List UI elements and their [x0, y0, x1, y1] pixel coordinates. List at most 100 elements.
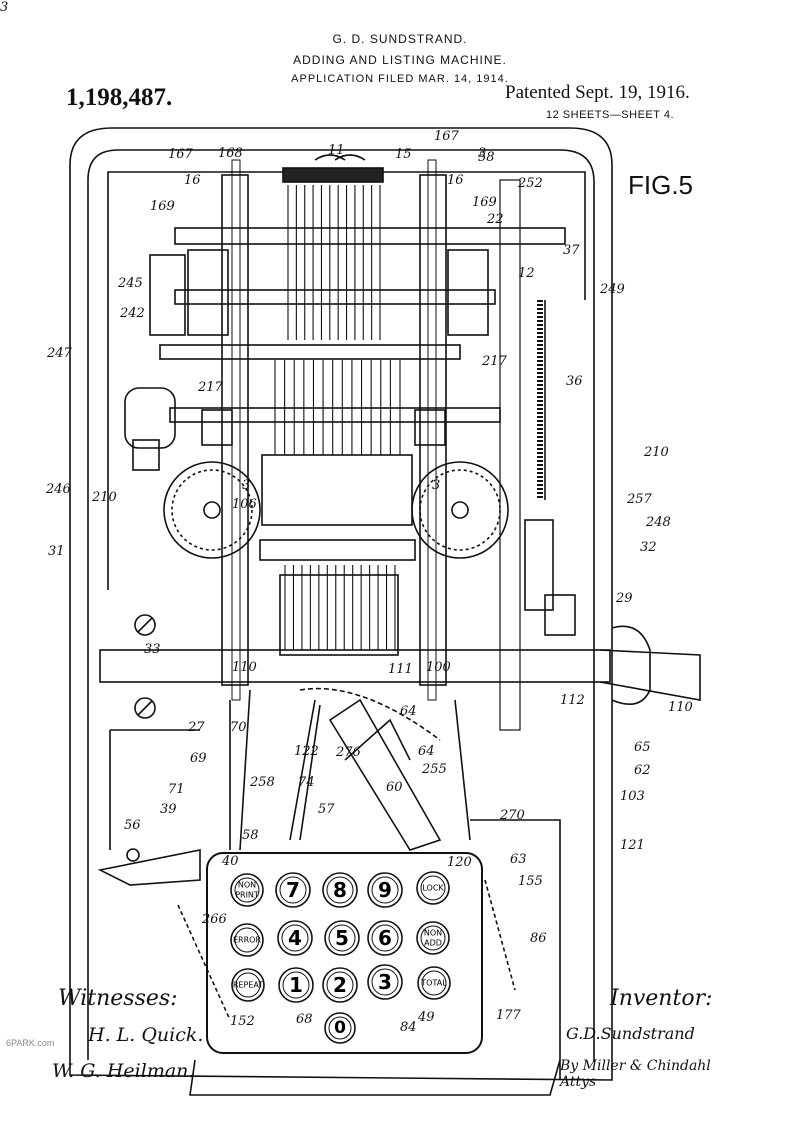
svg-text:2: 2	[333, 973, 347, 997]
key-7[interactable]: 7	[275, 872, 311, 908]
reference-numeral: 39	[160, 802, 177, 817]
witnesses-label: Witnesses:	[58, 986, 178, 1011]
reference-numeral: 33	[144, 642, 161, 657]
key-total[interactable]: TOTAL	[417, 966, 451, 1000]
reference-numeral: 168	[218, 146, 243, 161]
reference-numeral: 270	[500, 808, 525, 823]
key-2[interactable]: 2	[322, 967, 358, 1003]
key-repeat[interactable]: REPEAT	[231, 968, 265, 1002]
patent-number: 1,198,487.	[66, 84, 173, 111]
reference-numeral: 248	[646, 515, 671, 530]
key-lock[interactable]: LOCK	[416, 871, 450, 905]
reference-numeral: 63	[510, 852, 527, 867]
reference-numeral: 29	[616, 591, 633, 606]
inventor-label: Inventor:	[610, 986, 713, 1011]
svg-text:8: 8	[333, 878, 347, 902]
svg-text:5: 5	[335, 926, 349, 950]
reference-numeral: 74	[298, 775, 315, 790]
key-3[interactable]: 3	[367, 964, 403, 1000]
reference-numeral: 167	[168, 147, 193, 162]
key-error[interactable]: ERROR	[230, 923, 264, 957]
reference-numeral: 64	[400, 704, 417, 719]
reference-numeral: 155	[518, 874, 543, 889]
reference-numeral: 65	[634, 740, 651, 755]
svg-text:0: 0	[334, 1018, 346, 1038]
svg-text:LOCK: LOCK	[422, 884, 444, 893]
key-5[interactable]: 5	[324, 920, 360, 956]
reference-numeral: 58	[242, 828, 259, 843]
svg-text:7: 7	[286, 878, 300, 902]
witness-signature-2: W. G. Heilman.	[52, 1060, 195, 1082]
key-6[interactable]: 6	[367, 920, 403, 956]
reference-numeral: 106	[232, 497, 257, 512]
reference-numeral: 11	[328, 143, 345, 158]
reference-numeral: 112	[560, 693, 585, 708]
svg-text:1: 1	[289, 973, 303, 997]
reference-numeral: 111	[388, 662, 413, 677]
reference-numeral: 258	[250, 775, 275, 790]
reference-numeral: 31	[48, 544, 65, 559]
reference-numeral: 22	[487, 212, 504, 227]
key-1[interactable]: 1	[278, 967, 314, 1003]
reference-numeral: 100	[426, 660, 451, 675]
reference-numeral: 121	[620, 838, 645, 853]
reference-numeral: 49	[418, 1010, 435, 1025]
reference-numeral: 37	[563, 243, 580, 258]
reference-numeral: 152	[230, 1014, 255, 1029]
reference-numeral: 242	[120, 306, 145, 321]
reference-numeral: 122	[294, 744, 319, 759]
inner-casing	[87, 149, 595, 1062]
reference-numeral: 84	[400, 1020, 417, 1035]
reference-numeral: 246	[46, 482, 71, 497]
reference-numeral: 169	[150, 199, 175, 214]
reference-numeral: 56	[124, 818, 141, 833]
reference-numeral: 58	[478, 150, 495, 165]
reference-numeral: 217	[198, 380, 223, 395]
sheet-count: 12 SHEETS—SHEET 4.	[546, 109, 675, 121]
reference-numeral: 120	[447, 855, 472, 870]
key-8[interactable]: 8	[322, 872, 358, 908]
reference-numeral: 247	[47, 346, 72, 361]
reference-numeral: 32	[640, 540, 657, 555]
reference-numeral: 249	[600, 282, 625, 297]
svg-text:ADD: ADD	[424, 939, 442, 948]
reference-numeral: 167	[434, 129, 459, 144]
patented-date: Patented Sept. 19, 1916.	[505, 82, 690, 103]
watermark: 6PARK.com	[6, 1038, 55, 1048]
svg-text:NON: NON	[238, 881, 256, 890]
key-0[interactable]: 0	[324, 1012, 356, 1044]
reference-numeral: 110	[668, 700, 693, 715]
reference-numeral: 62	[634, 763, 651, 778]
svg-text:TOTAL: TOTAL	[420, 979, 447, 988]
header-title: ADDING AND LISTING MACHINE.	[293, 53, 507, 67]
reference-numeral: 252	[518, 176, 543, 191]
figure-label: FIG.5	[628, 170, 694, 200]
reference-numeral: 266	[202, 912, 227, 927]
key-4[interactable]: 4	[277, 920, 313, 956]
reference-numeral: 27	[188, 720, 205, 735]
reference-numeral: 169	[472, 195, 497, 210]
svg-text:NON: NON	[424, 929, 442, 938]
inventor-name: G.D.Sundstrand	[566, 1024, 695, 1043]
reference-numeral: 16	[184, 173, 201, 188]
reference-numeral: 3	[0, 0, 9, 15]
svg-text:6: 6	[378, 926, 392, 950]
key-9[interactable]: 9	[367, 872, 403, 908]
reference-numeral: 245	[118, 276, 143, 291]
reference-numeral: 57	[318, 802, 335, 817]
svg-text:REPEAT: REPEAT	[233, 981, 263, 990]
reference-numeral: 70	[230, 720, 247, 735]
svg-text:ERROR: ERROR	[233, 936, 261, 945]
attorneys-signature: By Miller & Chindahl Attys	[560, 1058, 711, 1090]
reference-numeral: 69	[190, 751, 207, 766]
reference-numeral: 3	[432, 478, 441, 493]
reference-numeral: 36	[566, 374, 583, 389]
reference-numeral: 103	[620, 789, 645, 804]
reference-numeral: 110	[232, 660, 257, 675]
reference-numeral: 60	[386, 780, 403, 795]
reference-numeral: 68	[296, 1012, 313, 1027]
